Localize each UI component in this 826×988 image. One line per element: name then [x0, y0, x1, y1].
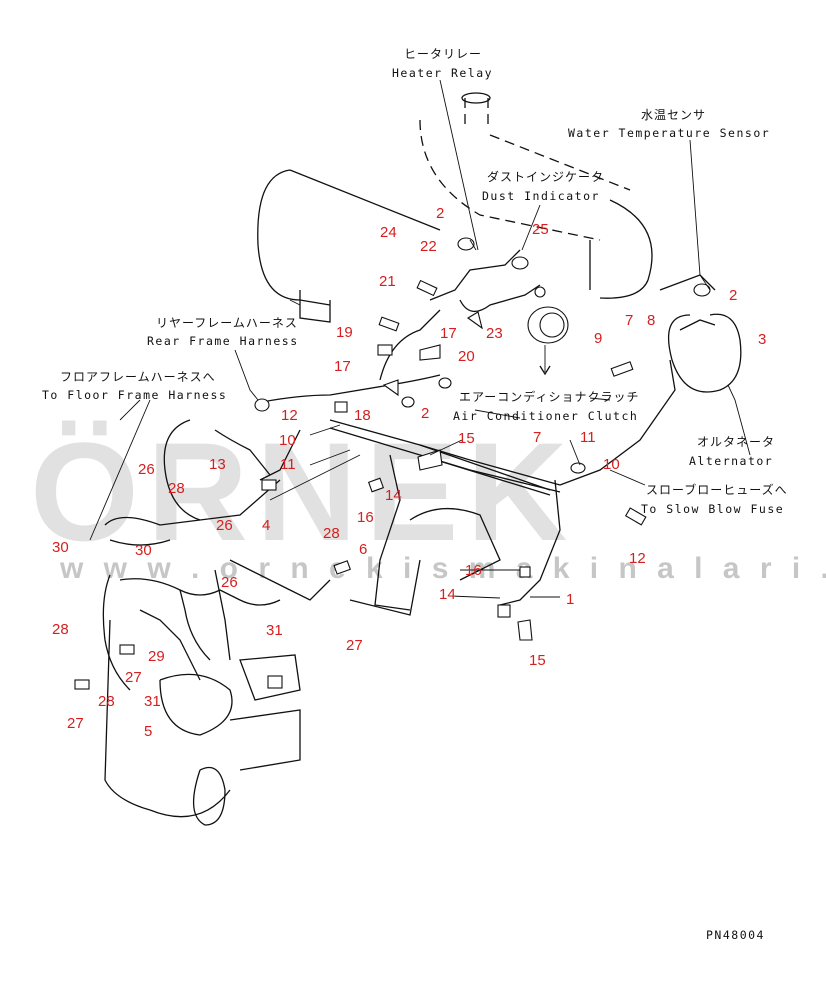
- slow-blow-fuse-jp: スローブローヒューズへ: [646, 482, 788, 497]
- part-number: 2: [436, 205, 444, 222]
- part-number: 7: [533, 429, 541, 446]
- harness: [102, 249, 716, 691]
- part-number: 6: [359, 541, 367, 558]
- part-number: 11: [580, 429, 596, 446]
- watermark-url: w w w . o r n e k i s m a k i n a l a r …: [59, 552, 826, 585]
- part-number: 1: [566, 591, 574, 608]
- part-number: 2: [729, 287, 737, 304]
- part-number: 27: [346, 637, 363, 654]
- part-number: 26: [138, 461, 155, 478]
- rear-frame-harness-jp: リヤーフレームハーネス: [156, 316, 298, 330]
- watermark-logo: ÖRNEK: [30, 413, 576, 570]
- part-number: 28: [168, 480, 185, 497]
- part-number: 12: [629, 550, 646, 567]
- part-number: 12: [281, 407, 298, 424]
- engine-block: [104, 507, 501, 826]
- part-number: 3: [758, 331, 766, 348]
- part-number: 13: [209, 456, 226, 473]
- heater-relay-en: Heater Relay: [392, 66, 493, 80]
- part-number: 15: [458, 430, 475, 447]
- water-temp-sensor-jp: 水温センサ: [641, 108, 706, 122]
- air-cleaner: [419, 92, 653, 299]
- part-number: 21: [379, 273, 396, 290]
- part-number: 16: [357, 509, 374, 526]
- part-number: 29: [148, 648, 165, 665]
- part-number: 15: [529, 652, 546, 669]
- leader-lines: [89, 79, 751, 599]
- watermark: ÖRNEK w w w . o r n e k i s m a k i n a …: [30, 413, 826, 585]
- part-number: 19: [336, 324, 353, 341]
- floor-frame-harness-en: To Floor Frame Harness: [42, 388, 227, 402]
- part-number: 31: [266, 622, 283, 639]
- ac-clutch: [527, 306, 569, 376]
- floor-frame-harness-jp: フロアフレームハーネスへ: [60, 370, 216, 384]
- part-number: 9: [594, 330, 602, 347]
- dust-indicator-jp: ダストインジケータ: [487, 169, 604, 184]
- part-number: 7: [625, 312, 633, 329]
- part-number: 8: [647, 312, 655, 329]
- part-number: 26: [221, 574, 238, 591]
- part-number: 27: [125, 669, 142, 686]
- part-number: 24: [380, 224, 397, 241]
- ac-clutch-en: Air Conditioner Clutch: [453, 409, 638, 423]
- alternator-en: Alternator: [689, 454, 773, 468]
- part-number: 14: [385, 487, 402, 504]
- part-number: 23: [486, 325, 503, 342]
- part-number: 4: [262, 517, 270, 534]
- part-number: 5: [144, 723, 152, 740]
- tank: [257, 169, 441, 323]
- heater-relay-jp: ヒータリレー: [404, 47, 482, 61]
- part-number: 28: [52, 621, 69, 638]
- part-number: 11: [280, 456, 296, 473]
- slow-blow-fuse-en: To Slow Blow Fuse: [641, 502, 784, 516]
- alternator-jp: オルタネータ: [697, 435, 775, 449]
- part-number: 17: [440, 325, 457, 342]
- part-number: 22: [420, 238, 437, 255]
- part-number: 27: [67, 715, 84, 732]
- part-number: 14: [439, 586, 456, 603]
- part-number: 31: [144, 693, 161, 710]
- part-number: 30: [135, 542, 152, 559]
- part-number: 26: [216, 517, 233, 534]
- part-number: 18: [354, 407, 371, 424]
- alternator: [668, 313, 742, 393]
- part-number: 16: [465, 562, 482, 579]
- drawing-code: PN48004: [706, 928, 765, 942]
- part-number: 20: [458, 348, 475, 365]
- dust-indicator-en: Dust Indicator: [482, 189, 600, 203]
- fasteners: [74, 237, 711, 690]
- part-number: 28: [98, 693, 115, 710]
- part-number: 25: [532, 221, 549, 238]
- ac-clutch-jp: エアーコンディショナクラッチ: [459, 389, 639, 404]
- rear-frame-harness-en: Rear Frame Harness: [147, 334, 299, 348]
- part-number: 30: [52, 539, 69, 556]
- part-number: 10: [279, 432, 296, 449]
- part-number: 2: [421, 405, 429, 422]
- part-number: 10: [603, 456, 620, 473]
- part-numbers: 2 24 22 25 2 21 3 19 17 23 7 8 9 17 20 1…: [52, 205, 766, 740]
- water-temp-sensor-en: Water Temperature Sensor: [568, 126, 770, 140]
- part-number: 17: [334, 358, 351, 375]
- callout-labels: ヒータリレー Heater Relay 水温センサ Water Temperat…: [42, 47, 788, 942]
- part-number: 28: [323, 525, 340, 542]
